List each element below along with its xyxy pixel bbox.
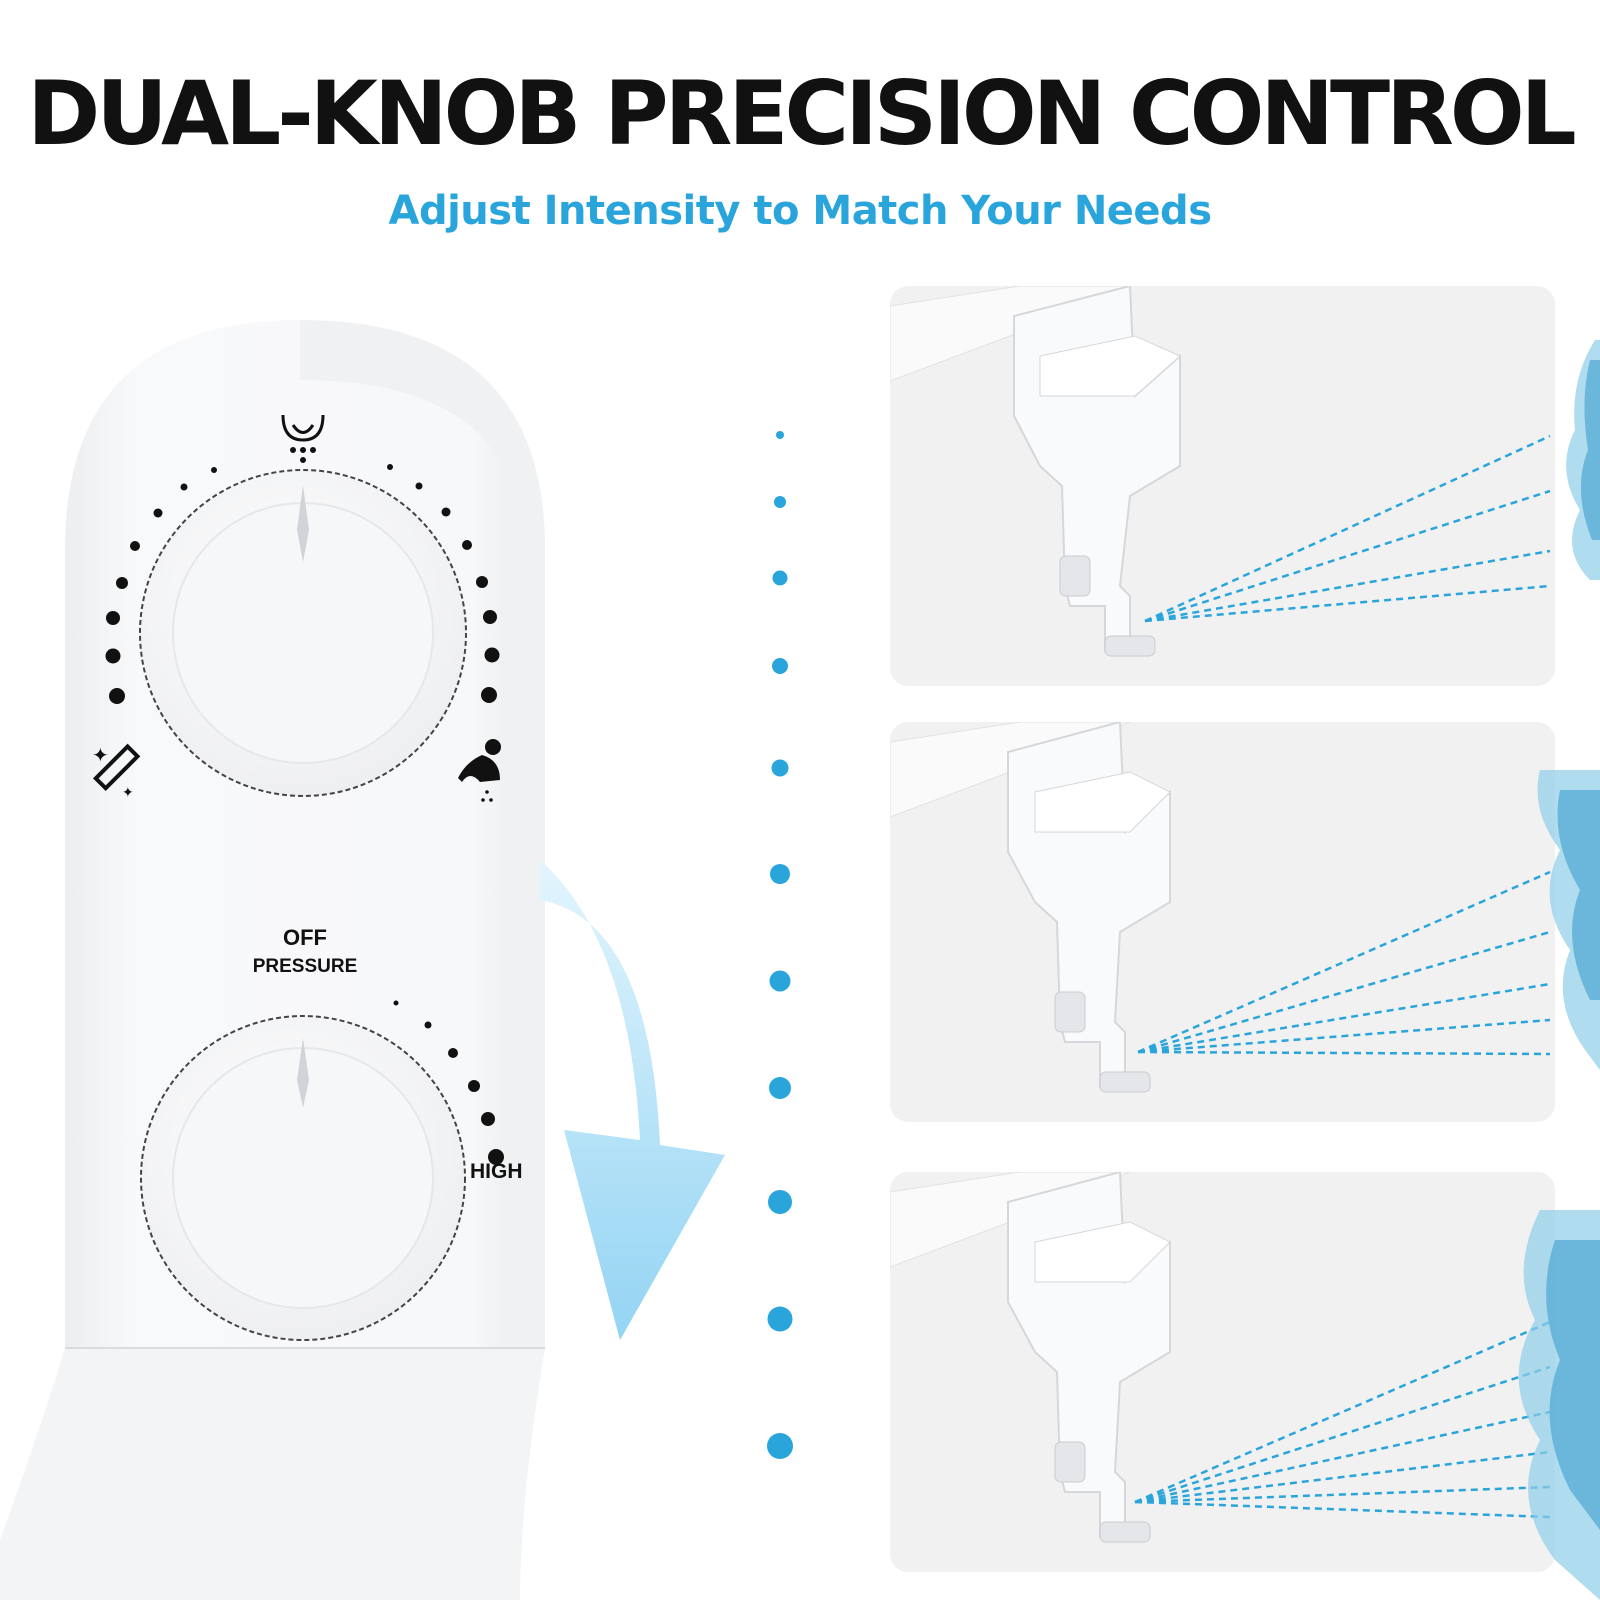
intensity-dot bbox=[772, 658, 788, 674]
pressure-label: PRESSURE bbox=[252, 956, 358, 977]
intensity-dot bbox=[774, 496, 786, 508]
water-splash-low bbox=[1566, 340, 1600, 580]
intensity-dot-scale bbox=[767, 431, 793, 1459]
intensity-dot bbox=[767, 1433, 793, 1459]
mode-knob-pointer bbox=[297, 485, 309, 562]
pressure-knob-pointer bbox=[297, 1038, 309, 1108]
clockwise-arrow bbox=[540, 860, 725, 1340]
control-panel-body: ✦ ✦ bbox=[0, 320, 545, 1600]
intensity-dot bbox=[772, 570, 788, 586]
water-splash-medium bbox=[1537, 770, 1600, 1070]
headline: DUAL-KNOB PRECISION CONTROL bbox=[27, 62, 1576, 165]
pressure-knob[interactable] bbox=[140, 1015, 466, 1341]
svg-text:✦: ✦ bbox=[122, 785, 134, 801]
spray-lines-low bbox=[1144, 434, 1551, 623]
nozzle-clean-icon: ✦ ✦ bbox=[92, 743, 141, 801]
mode-knob-ticks-right bbox=[387, 464, 500, 703]
intensity-dot bbox=[770, 864, 790, 884]
intensity-dot bbox=[769, 970, 791, 992]
pressure-high-label: HIGH bbox=[470, 1160, 523, 1183]
rear-wash-icon bbox=[458, 739, 501, 802]
svg-text:✦: ✦ bbox=[92, 743, 109, 767]
front-wash-icon bbox=[281, 414, 325, 463]
mode-knob[interactable] bbox=[139, 469, 467, 797]
spray-lines-high bbox=[1134, 1320, 1551, 1519]
mode-knob-ticks-left bbox=[105, 467, 217, 704]
nozzle-panel-low bbox=[890, 286, 1555, 686]
nozzle-panel-medium bbox=[890, 722, 1555, 1122]
subheadline: Adjust Intensity to Match Your Needs bbox=[388, 188, 1213, 234]
nozzle-panel-high bbox=[890, 1172, 1555, 1572]
intensity-dot bbox=[767, 1306, 793, 1332]
pressure-off-label: OFF bbox=[283, 925, 327, 950]
spray-lines-medium bbox=[1137, 870, 1551, 1056]
water-splash-high bbox=[1518, 1210, 1600, 1600]
intensity-dot bbox=[769, 1077, 791, 1099]
bidet-control-panel: ✦ ✦ OFF PRESSURE HIGH bbox=[0, 300, 600, 1600]
intensity-dot bbox=[771, 759, 789, 777]
pressure-knob-ticks bbox=[393, 1000, 504, 1165]
intensity-dot bbox=[768, 1190, 792, 1214]
intensity-dot bbox=[776, 431, 784, 439]
